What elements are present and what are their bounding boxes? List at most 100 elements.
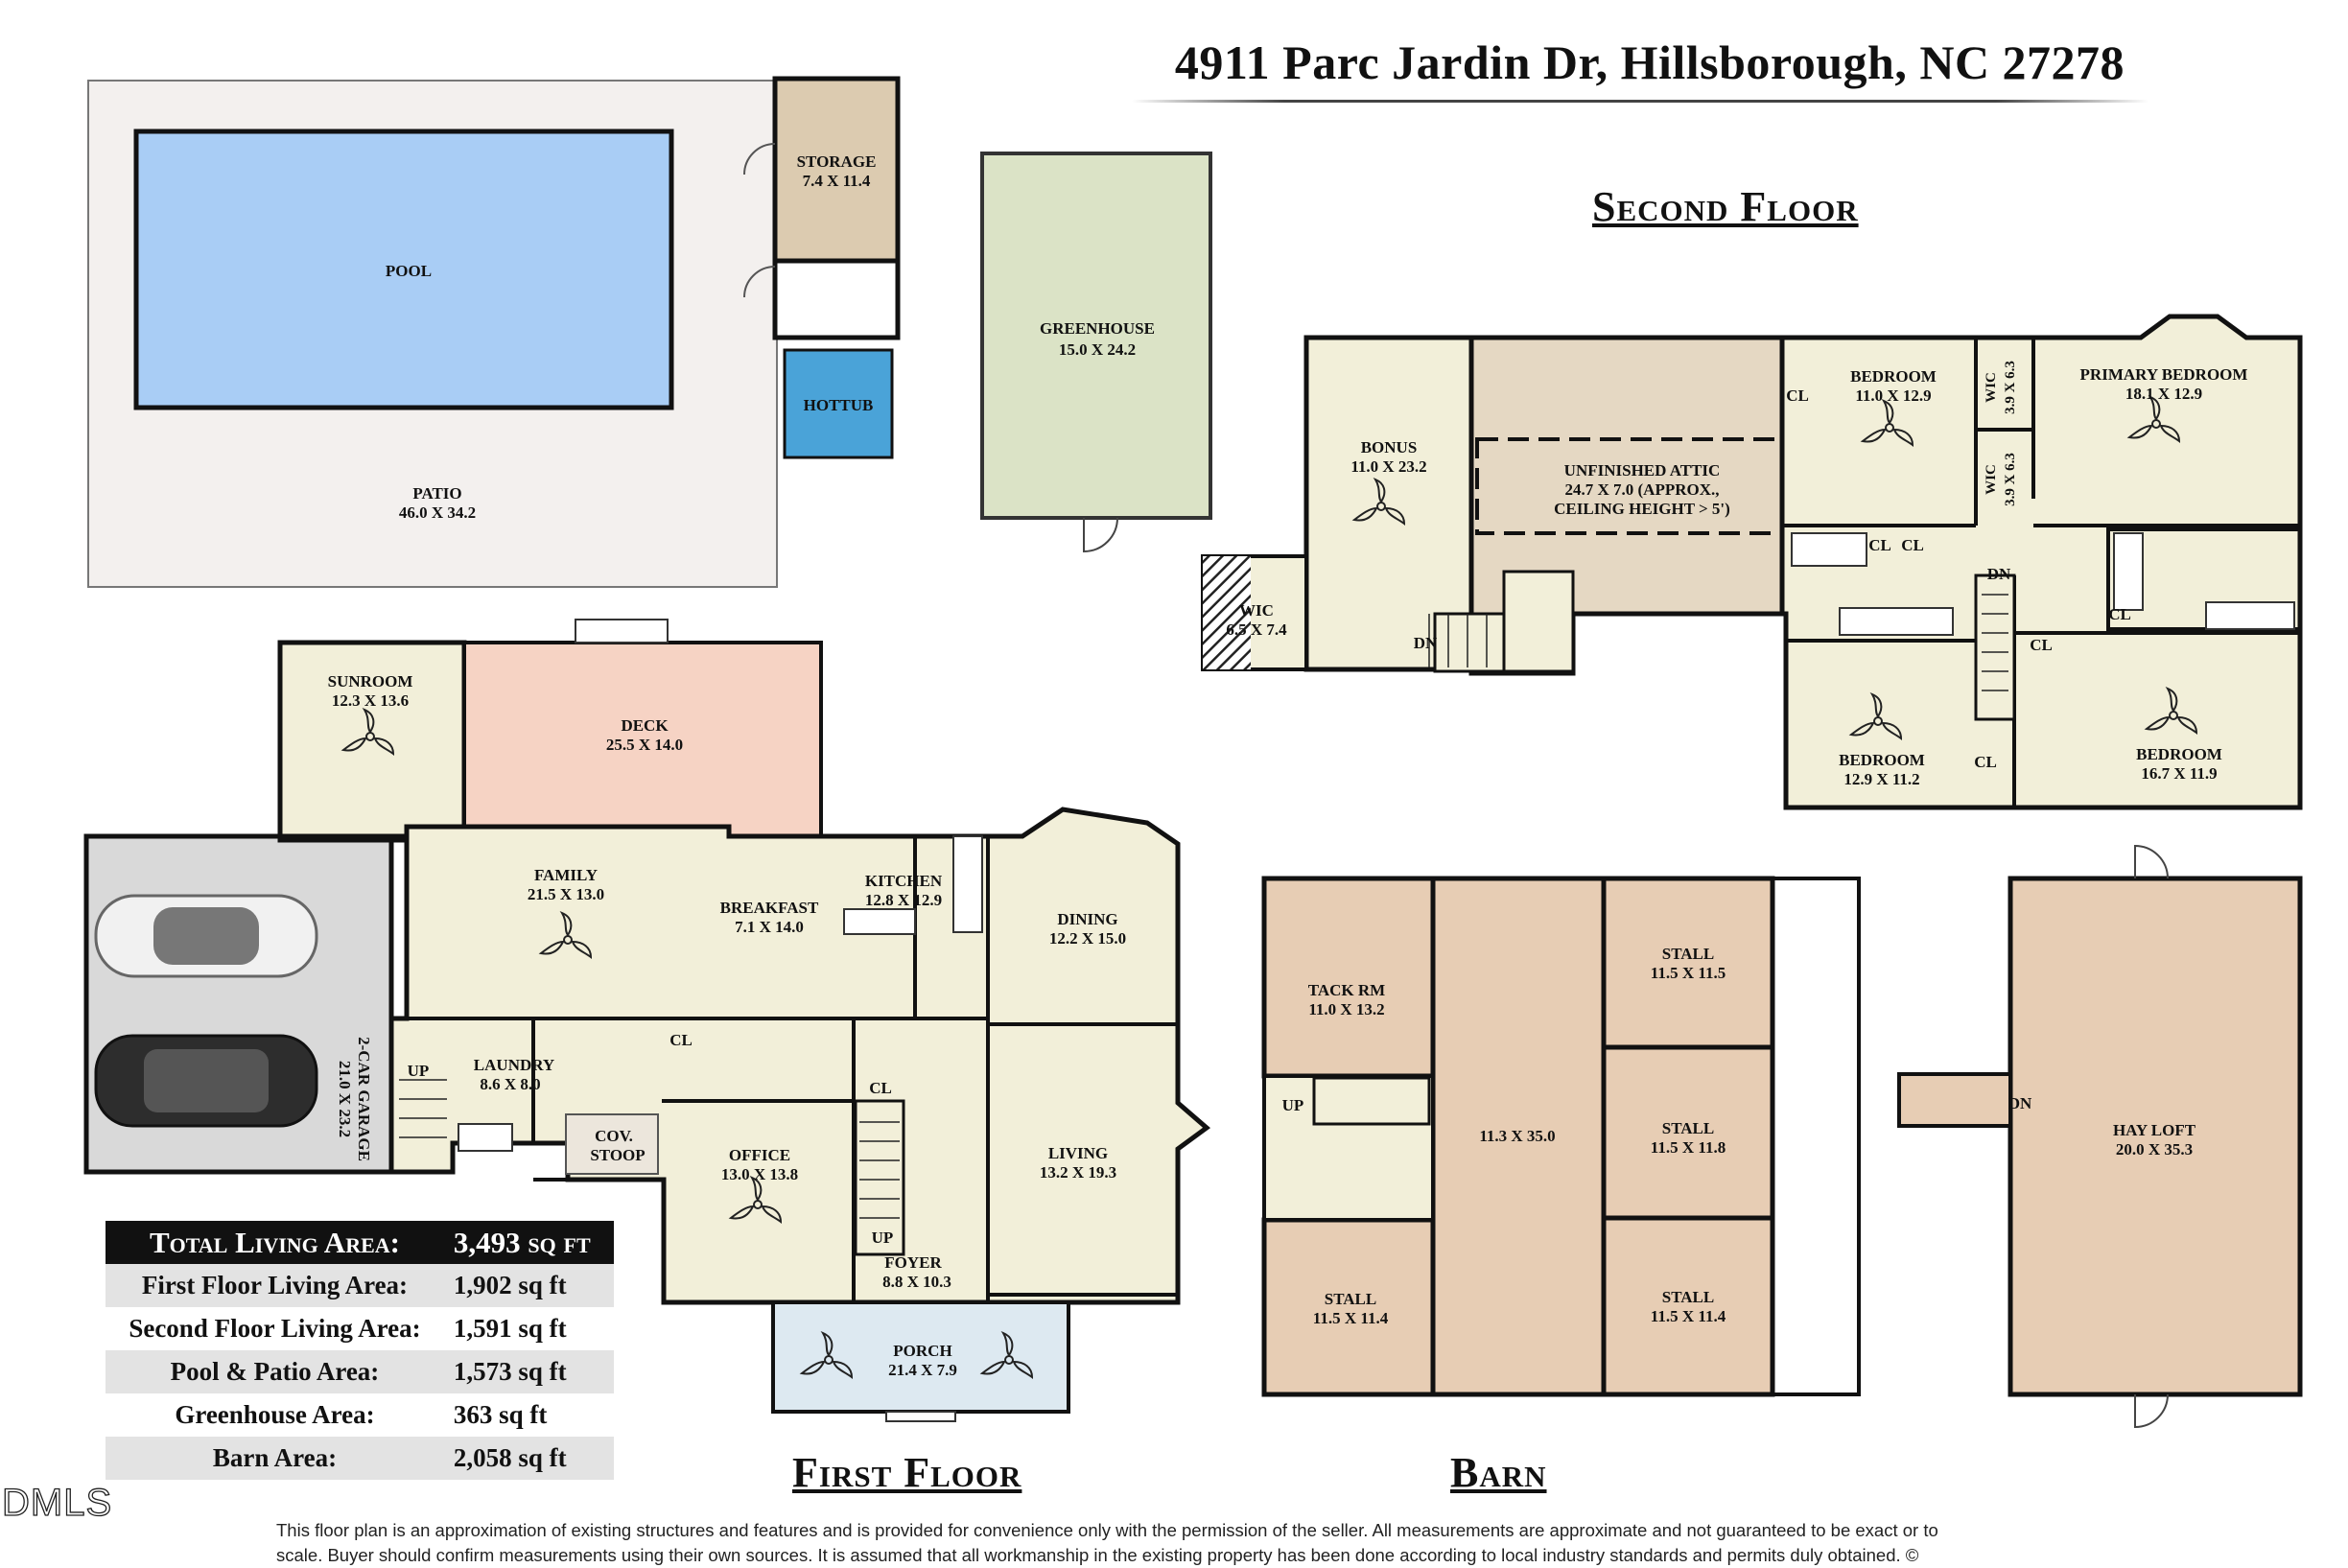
stall-1 bbox=[1601, 876, 1775, 1050]
area-label: Barn Area: bbox=[106, 1437, 444, 1480]
deck-label: DECK bbox=[621, 716, 669, 735]
up-label: UP bbox=[872, 1229, 894, 1247]
closet-label: CL bbox=[2108, 605, 2131, 623]
attic-dim: 24.7 X 7.0 (APPROX., bbox=[1564, 480, 1719, 499]
area-summary-table: Total Living Area: 3,493 sq ft First Flo… bbox=[106, 1221, 614, 1480]
stall3-label: STALL bbox=[1325, 1290, 1377, 1308]
primary-dim: 18.1 X 12.9 bbox=[2125, 385, 2202, 403]
aisle-dim: 11.3 X 35.0 bbox=[1479, 1127, 1555, 1145]
office-label: OFFICE bbox=[729, 1146, 790, 1164]
kitchen-dim: 12.8 X 12.9 bbox=[865, 891, 942, 909]
up-label: UP bbox=[408, 1062, 430, 1080]
deck-dim: 25.5 X 14.0 bbox=[606, 736, 683, 754]
tack-label: TACK RM bbox=[1308, 981, 1385, 999]
stall4-label: STALL bbox=[1662, 1288, 1715, 1306]
dining-label: DINING bbox=[1057, 910, 1117, 928]
table-row: Pool & Patio Area: 1,573 sq ft bbox=[106, 1350, 614, 1393]
wic-b-label: WIC bbox=[1984, 464, 1999, 495]
porch-dim: 21.4 X 7.9 bbox=[888, 1361, 957, 1379]
barn-aisle bbox=[1430, 876, 1607, 1397]
table-row: Second Floor Living Area: 1,591 sq ft bbox=[106, 1307, 614, 1350]
area-value: 1,573 sq ft bbox=[443, 1350, 614, 1393]
stall3-dim: 11.5 X 11.4 bbox=[1313, 1309, 1389, 1327]
bedroom1-dim: 11.0 X 12.9 bbox=[1855, 386, 1931, 405]
storage-dim: 7.4 X 11.4 bbox=[803, 172, 871, 190]
stall-2 bbox=[1601, 1044, 1775, 1221]
closet-label: CL bbox=[1786, 386, 1809, 405]
area-value: 1,591 sq ft bbox=[453, 1314, 567, 1343]
car-white-icon bbox=[94, 894, 318, 978]
wic-left-dim: 6.5 X 7.4 bbox=[1226, 620, 1287, 639]
storage-label: STORAGE bbox=[797, 152, 877, 171]
car-black-icon bbox=[94, 1034, 318, 1128]
closet-label: CL bbox=[1974, 753, 1997, 771]
tack-room bbox=[1261, 876, 1436, 1079]
garage-label: 2-CAR GARAGE bbox=[355, 1037, 373, 1161]
patio-label: PATIO bbox=[412, 484, 461, 503]
living-label: LIVING bbox=[1048, 1144, 1108, 1162]
wic-a-dim: 3.9 X 6.3 bbox=[2003, 361, 2018, 414]
storage-closet bbox=[772, 258, 901, 340]
area-label: Greenhouse Area: bbox=[175, 1400, 375, 1429]
wic-left-label: WIC bbox=[1239, 601, 1274, 620]
patio-dim: 46.0 X 34.2 bbox=[399, 503, 476, 522]
primary-label: PRIMARY BEDROOM bbox=[2080, 365, 2248, 384]
bonus-dim: 11.0 X 23.2 bbox=[1350, 457, 1426, 476]
sunroom-dim: 12.3 X 13.6 bbox=[332, 691, 409, 710]
foyer-label: FOYER bbox=[884, 1253, 942, 1272]
tack-dim: 11.0 X 13.2 bbox=[1308, 1000, 1384, 1018]
laundry-label: LAUNDRY bbox=[474, 1056, 554, 1074]
breakfast-label: BREAKFAST bbox=[720, 899, 819, 917]
stall2-label: STALL bbox=[1662, 1119, 1715, 1137]
closet-label: CL bbox=[1868, 536, 1891, 554]
greenhouse-area bbox=[980, 152, 1212, 520]
living-dim: 13.2 X 19.3 bbox=[1040, 1163, 1116, 1182]
bedroom2-dim: 12.9 X 11.2 bbox=[1843, 770, 1919, 788]
table-row: First Floor Living Area: 1,902 sq ft bbox=[106, 1264, 614, 1307]
stall4-dim: 11.5 X 11.4 bbox=[1651, 1307, 1726, 1325]
stall1-label: STALL bbox=[1662, 945, 1715, 963]
closet-label: CL bbox=[669, 1031, 693, 1049]
table-row: Greenhouse Area: 363 sq ft bbox=[106, 1393, 614, 1437]
first-floor-title: First Floor bbox=[792, 1449, 1022, 1496]
bedroom3-label: BEDROOM bbox=[2136, 745, 2222, 763]
bedroom1-label: BEDROOM bbox=[1850, 367, 1937, 386]
hottub-area bbox=[783, 348, 894, 459]
disclaimer-line-1: This floor plan is an approximation of e… bbox=[276, 1520, 1938, 1540]
stall2-dim: 11.5 X 11.8 bbox=[1651, 1138, 1726, 1157]
area-value: 363 sq ft bbox=[453, 1400, 548, 1429]
stoop-label: STOOP bbox=[590, 1146, 645, 1164]
area-label: Pool & Patio Area: bbox=[106, 1350, 444, 1393]
sunroom-label: SUNROOM bbox=[328, 672, 413, 690]
stall-4 bbox=[1601, 1215, 1775, 1397]
garage-dim: 21.0 X 23.2 bbox=[336, 1061, 354, 1137]
stall-3 bbox=[1261, 1217, 1436, 1397]
dn-label: DN bbox=[1414, 634, 1438, 652]
total-row: Total Living Area: 3,493 sq ft bbox=[106, 1221, 614, 1264]
bedroom2-label: BEDROOM bbox=[1839, 751, 1925, 769]
family-dim: 21.5 X 13.0 bbox=[528, 885, 604, 903]
closet-label: CL bbox=[1901, 536, 1924, 554]
family-label: FAMILY bbox=[534, 866, 598, 884]
attic-label: UNFINISHED ATTIC bbox=[1564, 461, 1721, 480]
area-label: Second Floor Living Area: bbox=[129, 1314, 421, 1343]
attic-note: CEILING HEIGHT > 5') bbox=[1554, 500, 1730, 518]
barn-title: Barn bbox=[1450, 1449, 1547, 1496]
hay-loft bbox=[2008, 876, 2303, 1397]
title-divider bbox=[1132, 100, 2148, 103]
bonus-label: BONUS bbox=[1361, 438, 1418, 456]
area-value: 2,058 sq ft bbox=[443, 1437, 614, 1480]
closet-label: CL bbox=[2030, 636, 2053, 654]
hottub-label: HOTTUB bbox=[804, 396, 874, 414]
property-address: 4911 Parc Jardin Dr, Hillsborough, NC 27… bbox=[1174, 35, 2125, 89]
foyer-dim: 8.8 X 10.3 bbox=[882, 1273, 951, 1291]
stall1-dim: 11.5 X 11.5 bbox=[1651, 964, 1726, 982]
hayloft-dim: 20.0 X 35.3 bbox=[2116, 1140, 2193, 1158]
breakfast-dim: 7.1 X 14.0 bbox=[735, 918, 804, 936]
wic-a-label: WIC bbox=[1984, 372, 1999, 403]
dmls-watermark: DMLS bbox=[1, 1481, 113, 1524]
kitchen-label: KITCHEN bbox=[865, 872, 943, 890]
dn-label: DN bbox=[2008, 1094, 2032, 1112]
area-label: First Floor Living Area: bbox=[106, 1264, 444, 1307]
office-dim: 13.0 X 13.8 bbox=[721, 1165, 798, 1183]
